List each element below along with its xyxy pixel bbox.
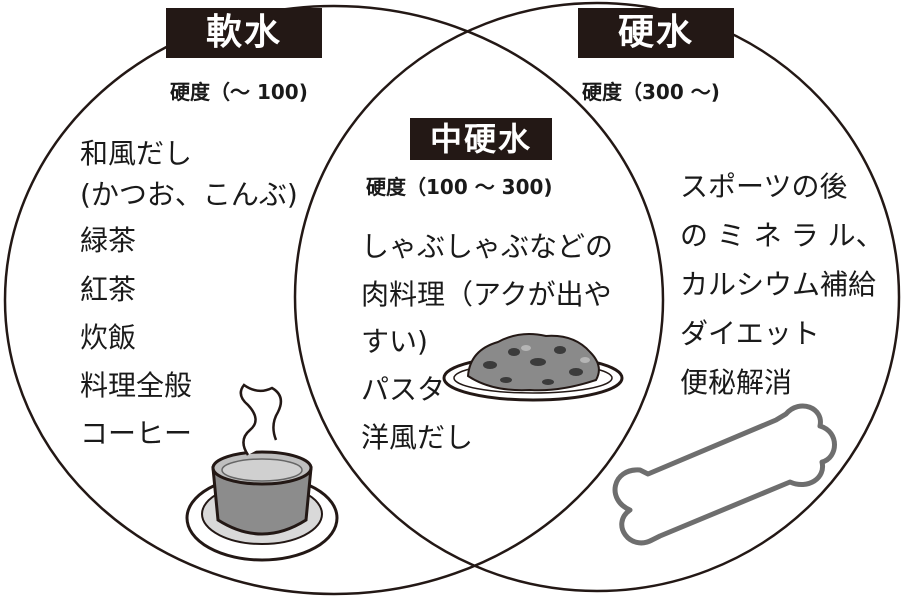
hard-water-hardness: 硬度（300 ～) (582, 80, 720, 104)
soft-water-hardness: 硬度（～ 100) (170, 80, 308, 104)
medium-use-3: すい) (361, 325, 428, 358)
medium-use-1: しゃぶしゃぶなどの (361, 230, 614, 263)
hard-water-title: 硬水 (578, 8, 734, 58)
soft-water-circle (3, 4, 665, 596)
soft-use-1: 和風だし (80, 137, 193, 170)
soft-use-2: (かつお、こんぶ) (80, 178, 298, 211)
soft-use-7: コーヒー (80, 417, 193, 450)
medium-water-title: 中硬水 (410, 118, 552, 160)
bone-icon (612, 403, 837, 546)
coffee-cup-icon (185, 383, 339, 562)
hard-water-circle (293, 1, 901, 593)
hard-use-1: スポーツの後 (680, 170, 848, 203)
soft-water-title: 軟水 (166, 8, 322, 58)
medium-water-hardness: 硬度（100 ～ 300) (366, 175, 553, 199)
medium-water-title-text: 中硬水 (429, 120, 532, 158)
hard-use-3: カルシウム補給 (680, 268, 877, 301)
hard-use-4: ダイエット (680, 317, 820, 350)
hard-water-title-text: 硬水 (617, 12, 694, 53)
soft-use-3: 緑茶 (80, 224, 137, 257)
soft-water-title-text: 軟水 (205, 12, 282, 53)
soft-use-4: 紅茶 (80, 273, 137, 306)
hard-use-5: 便秘解消 (680, 366, 793, 399)
meat-dish-icon (442, 333, 624, 402)
hard-use-2: の ミ ネ ラ ル、 (680, 219, 884, 252)
soft-use-6: 料理全般 (80, 369, 193, 402)
medium-use-5: 洋風だし (361, 421, 474, 454)
medium-use-4: パスタ (361, 373, 446, 406)
medium-use-2: 肉料理（アクが出や (361, 278, 612, 311)
soft-use-5: 炊飯 (80, 321, 137, 354)
